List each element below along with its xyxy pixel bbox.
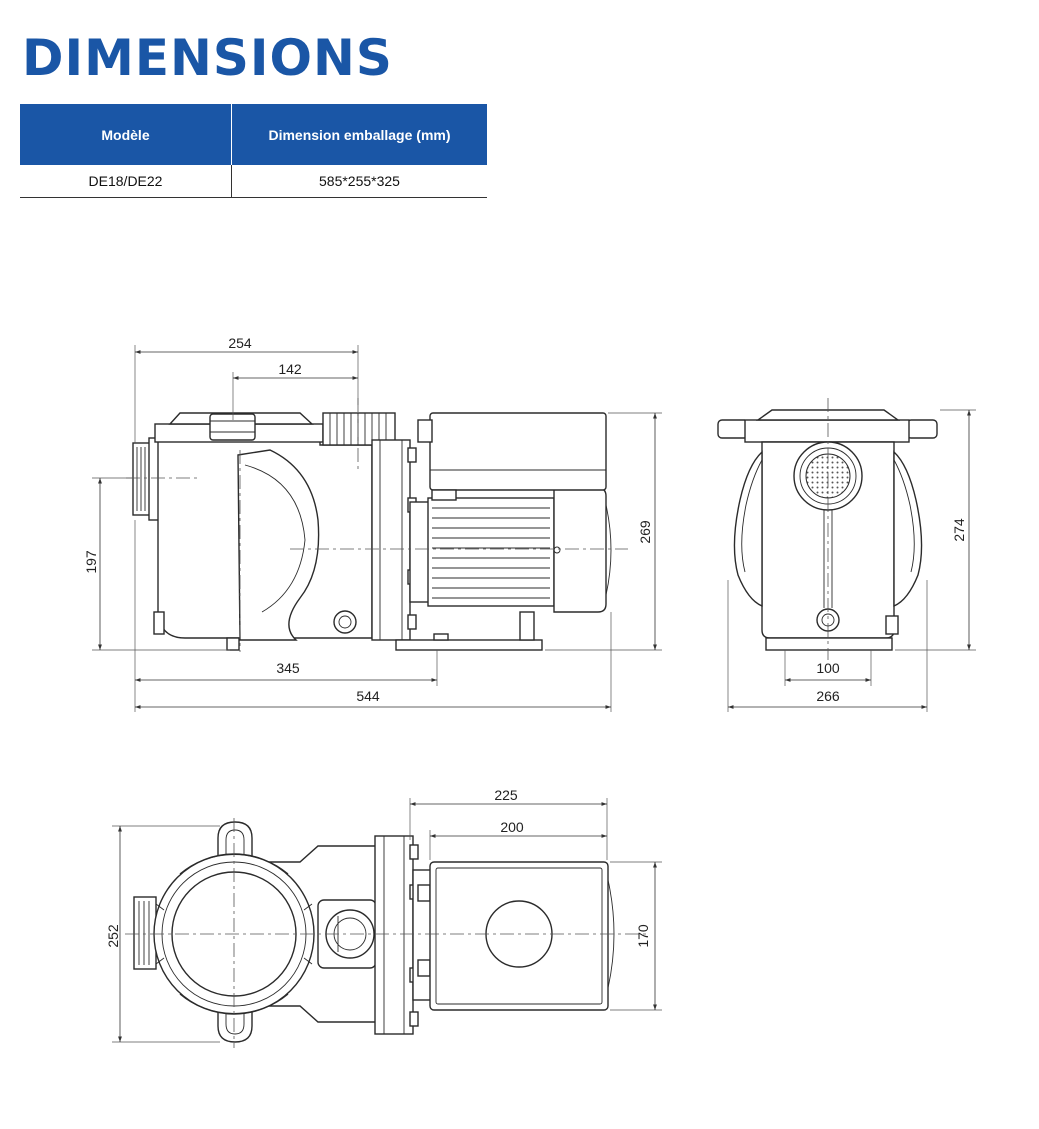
- column-header-packaging-dimension: Dimension emballage (mm): [231, 104, 487, 165]
- front-lid: [744, 419, 910, 443]
- dimension-height-inlet: 197: [83, 550, 99, 574]
- dimension-top-inner: 142: [278, 361, 302, 377]
- top-view-dimensions: 252 225 200 170: [105, 787, 662, 1043]
- cell-packaging-dimension: 585*255*325: [231, 165, 487, 198]
- side-outlet-nozzle: [322, 412, 396, 446]
- front-lid-tab-left: [717, 419, 749, 439]
- packaging-dimensions-table: Modèle Dimension emballage (mm) DE18/DE2…: [20, 104, 487, 198]
- page-title: DIMENSIONS: [22, 29, 393, 87]
- dimension-height-motor: 269: [637, 520, 653, 544]
- front-wing-right: [893, 450, 923, 608]
- top-inlet-nozzle: [133, 896, 157, 970]
- dimension-motor-width: 170: [635, 924, 651, 948]
- dimension-length-base: 345: [276, 660, 300, 676]
- side-view-drawing: [126, 398, 628, 652]
- side-drain-plug: [333, 610, 357, 634]
- dimension-top-view-width: 252: [105, 924, 121, 948]
- dimension-top-overall: 254: [228, 335, 252, 351]
- side-lid-knob: [209, 413, 256, 441]
- top-view-drawing: [125, 818, 650, 1048]
- top-volute-flange: [374, 835, 414, 1035]
- side-motor-end-cap: [553, 487, 607, 613]
- side-volute-flange: [371, 439, 411, 641]
- dimension-motor-body: 200: [500, 819, 524, 835]
- side-motor-body: [427, 497, 555, 607]
- front-view-drawing: [717, 398, 938, 660]
- dimension-motor-overall: 225: [494, 787, 518, 803]
- dimension-front-base-width: 100: [816, 660, 840, 676]
- front-view-dimensions: 274 100 266: [727, 409, 976, 712]
- dimension-length-overall: 544: [356, 688, 380, 704]
- table-row: DE18/DE22 585*255*325: [20, 165, 487, 198]
- side-base: [395, 639, 543, 651]
- side-housing-window: [237, 449, 320, 641]
- dimension-front-height: 274: [951, 518, 967, 542]
- front-wing-left: [733, 450, 763, 608]
- front-base: [765, 637, 893, 651]
- side-control-box: [429, 412, 607, 491]
- front-lid-tab-right: [906, 419, 938, 439]
- cell-model: DE18/DE22: [20, 165, 232, 198]
- dimension-front-overall-width: 266: [816, 688, 840, 704]
- column-header-model: Modèle: [20, 104, 232, 165]
- side-view-dimensions: 254 142 197 269 345 544: [83, 335, 662, 712]
- table-header-row: Modèle Dimension emballage (mm): [20, 104, 487, 165]
